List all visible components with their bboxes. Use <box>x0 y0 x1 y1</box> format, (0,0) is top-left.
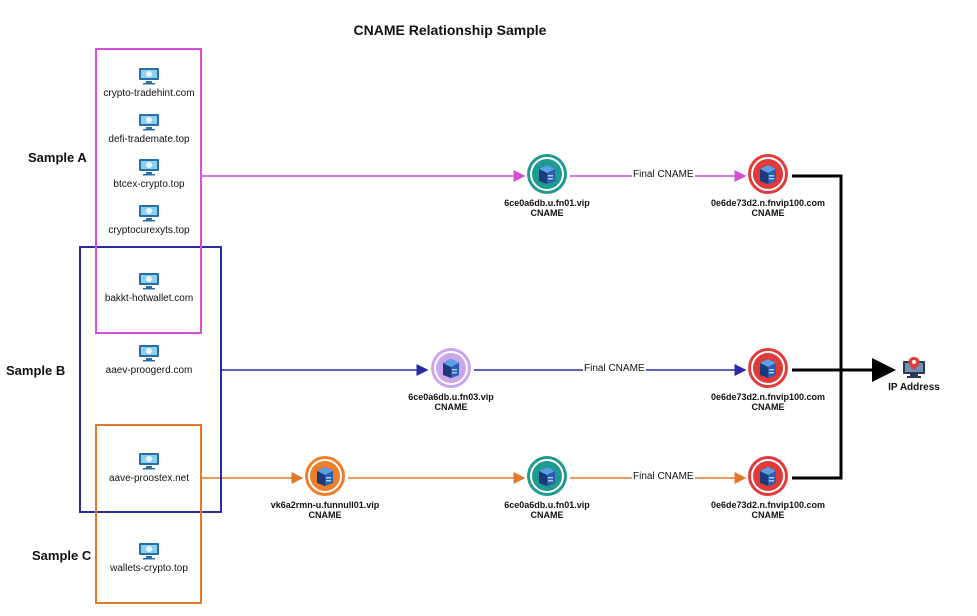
server-icon <box>317 467 333 486</box>
cname-node-circle <box>431 348 471 388</box>
domain-label: aave-proostex.net <box>108 473 190 484</box>
cname-node-b-final[interactable]: 0e6de73d2.n.fnvip100.com CNAME <box>688 348 848 412</box>
cname-node-type: CNAME <box>308 510 342 520</box>
domain-item[interactable]: btcex-crypto.top <box>84 158 214 190</box>
cname-node-circle <box>527 154 567 194</box>
cname-node-circle <box>748 154 788 194</box>
cname-node-name: 0e6de73d2.n.fnvip100.com <box>710 392 826 402</box>
monitor-icon <box>139 68 159 85</box>
cname-node-name: 0e6de73d2.n.fnvip100.com <box>710 500 826 510</box>
monitor-icon <box>139 114 159 131</box>
cname-node-c-mid[interactable]: 6ce0a6db.u.fn01.vip CNAME <box>467 456 627 520</box>
domain-label: bakkt-hotwallet.com <box>104 293 194 304</box>
cname-node-circle <box>527 456 567 496</box>
server-icon <box>443 359 459 378</box>
cname-node-c-first[interactable]: vk6a2rmn-u.funnull01.vip CNAME <box>245 456 405 520</box>
cname-node-circle <box>748 456 788 496</box>
server-icon <box>760 467 776 486</box>
location-pin-monitor-icon <box>903 357 925 378</box>
sample-c-group-box <box>95 424 202 604</box>
cname-node-type: CNAME <box>530 510 564 520</box>
cname-node-a-final[interactable]: 0e6de73d2.n.fnvip100.com CNAME <box>688 154 848 218</box>
sample-a-label: Sample A <box>28 150 87 165</box>
domain-item[interactable]: defi-trademate.top <box>84 113 214 145</box>
monitor-icon <box>139 273 159 290</box>
final-cname-edge-label-b: Final CNAME <box>583 363 646 374</box>
monitor-icon <box>139 159 159 176</box>
cname-node-name: 0e6de73d2.n.fnvip100.com <box>710 198 826 208</box>
cname-node-c-final[interactable]: 0e6de73d2.n.fnvip100.com CNAME <box>688 456 848 520</box>
server-icon <box>760 359 776 378</box>
cname-node-name: vk6a2rmn-u.funnull01.vip <box>270 500 380 510</box>
cname-node-b-mid[interactable]: 6ce0a6db.u.fn03.vip CNAME <box>371 348 531 412</box>
domain-item[interactable]: cryptocurexyts.top <box>84 204 214 236</box>
domain-label: wallets-crypto.top <box>110 563 188 574</box>
final-cname-edge-label-c: Final CNAME <box>632 471 695 482</box>
domain-label: aaev-proogerd.com <box>105 365 193 376</box>
cname-node-type: CNAME <box>530 208 564 218</box>
server-icon <box>760 165 776 184</box>
diagram-title: CNAME Relationship Sample <box>353 22 547 38</box>
monitor-icon <box>139 205 159 222</box>
edge-a-final-to-ip <box>792 174 843 370</box>
domain-label: cryptocurexyts.top <box>108 225 190 236</box>
sample-a-group-box <box>95 48 202 334</box>
cname-node-type: CNAME <box>434 402 468 412</box>
domain-item[interactable]: bakkt-hotwallet.com <box>84 272 214 304</box>
server-icon <box>539 467 555 486</box>
domain-label: crypto-tradehint.com <box>103 88 195 99</box>
ip-address-label: IP Address <box>888 382 940 393</box>
cname-node-type: CNAME <box>751 402 785 412</box>
sample-c-label: Sample C <box>32 548 92 563</box>
domain-label: btcex-crypto.top <box>113 179 185 190</box>
monitor-icon <box>139 453 159 470</box>
domain-item[interactable]: wallets-crypto.top <box>84 542 214 574</box>
cname-node-circle <box>305 456 345 496</box>
cname-node-type: CNAME <box>751 208 785 218</box>
final-cname-edge-label-a: Final CNAME <box>632 169 695 180</box>
monitor-icon <box>139 345 159 362</box>
cname-node-name: 6ce0a6db.u.fn03.vip <box>408 392 494 402</box>
domain-item[interactable]: aaev-proogerd.com <box>84 344 214 376</box>
edge-c-final-to-ip <box>792 370 843 480</box>
monitor-icon <box>139 543 159 560</box>
sample-b-group-box <box>79 246 222 513</box>
ip-address-node[interactable]: IP Address <box>874 356 954 393</box>
domain-label: defi-trademate.top <box>108 134 190 145</box>
sample-b-label: Sample B <box>6 363 66 378</box>
cname-node-circle <box>748 348 788 388</box>
domain-item[interactable]: aave-proostex.net <box>84 452 214 484</box>
cname-node-a-mid[interactable]: 6ce0a6db.u.fn01.vip CNAME <box>467 154 627 218</box>
cname-node-name: 6ce0a6db.u.fn01.vip <box>504 500 590 510</box>
cname-node-name: 6ce0a6db.u.fn01.vip <box>504 198 590 208</box>
domain-item[interactable]: crypto-tradehint.com <box>84 67 214 99</box>
server-icon <box>539 165 555 184</box>
cname-node-type: CNAME <box>751 510 785 520</box>
